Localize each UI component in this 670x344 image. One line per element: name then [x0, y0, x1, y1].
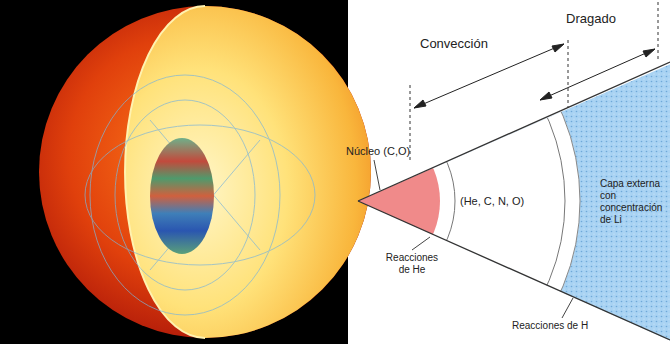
outer-boundary	[136, 0, 580, 344]
leader-lines	[374, 160, 573, 318]
sun-surface	[39, 6, 371, 338]
layer-region: Capa externa con concentración de Li	[600, 178, 666, 226]
field-lines	[85, 75, 315, 315]
dimension-arrows	[414, 44, 655, 108]
label-text: Convección	[420, 37, 488, 52]
label-text: Reacciones de He	[384, 252, 440, 275]
label-text: Núcleo (C,O)	[346, 145, 410, 158]
sun-cutaway	[125, 6, 371, 338]
region-text: Capa externa con concentración de Li	[600, 178, 666, 226]
sun-core	[150, 138, 214, 254]
dimension-dashes	[410, 2, 658, 160]
wedge-edge	[358, 201, 670, 340]
label-text: Reacciones de H	[512, 320, 588, 332]
band-region: (He, C, N, O)	[460, 195, 524, 208]
region-text: (He, C, N, O)	[460, 195, 524, 208]
h-shell	[151, 0, 565, 344]
label-text: Dragado	[566, 12, 616, 27]
